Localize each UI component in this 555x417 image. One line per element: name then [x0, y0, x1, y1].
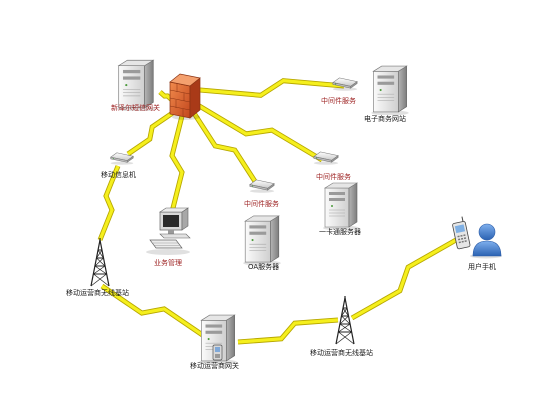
mobile-info-label: 移动信息机 [101, 171, 136, 179]
ecommerce-label: 电子商务网站 [364, 115, 406, 123]
ecommerce-server-icon [370, 65, 410, 115]
oa-server-label: OA服务器 [248, 263, 280, 271]
base-station-right-tower-icon [335, 295, 355, 345]
base-station-left-label: 移动运营商无线基站 [66, 289, 129, 297]
firewall-icon [169, 73, 201, 120]
operator-gateway-label: 移动运营商网关 [190, 362, 239, 370]
link-firewall-ecommerce [199, 79, 345, 97]
user-phone-label: 用户手机 [468, 263, 496, 271]
sms-gateway-label: 新泽尔短信网关 [111, 104, 160, 112]
base-station-left-tower-icon [90, 237, 110, 287]
middleware-top-device-icon [332, 77, 358, 91]
link-gateway-tower-right [237, 318, 339, 344]
middleware-mid-device-icon [249, 179, 275, 193]
business-mgmt-label: 业务管理 [154, 259, 182, 267]
link-tower-left-gateway [101, 284, 205, 338]
card-server-icon [322, 182, 360, 230]
link-mobile-info-tower-left [98, 165, 120, 241]
middleware-right-label: 中间件服务 [316, 173, 351, 181]
gateway-phone-icon [212, 344, 223, 361]
middleware-right-device-icon [313, 151, 339, 165]
middleware-mid-label: 中间件服务 [244, 200, 279, 208]
workstation-icon [146, 207, 191, 255]
oa-server-icon [242, 215, 282, 266]
link-tower-right-user-phone [351, 238, 457, 320]
link-firewall-workstation [170, 115, 184, 213]
link-firewall-middleware-right [195, 102, 323, 162]
middleware-top-label: 中间件服务 [321, 97, 356, 105]
base-station-right-label: 移动运营商无线基站 [310, 349, 373, 357]
link-firewall-middleware-mid [190, 109, 260, 187]
wireless-links [97, 78, 458, 345]
card-server-label: 一卡通服务器 [319, 228, 361, 236]
user-phone-icon [452, 216, 502, 259]
link-firewall-mobile-info [127, 110, 175, 156]
